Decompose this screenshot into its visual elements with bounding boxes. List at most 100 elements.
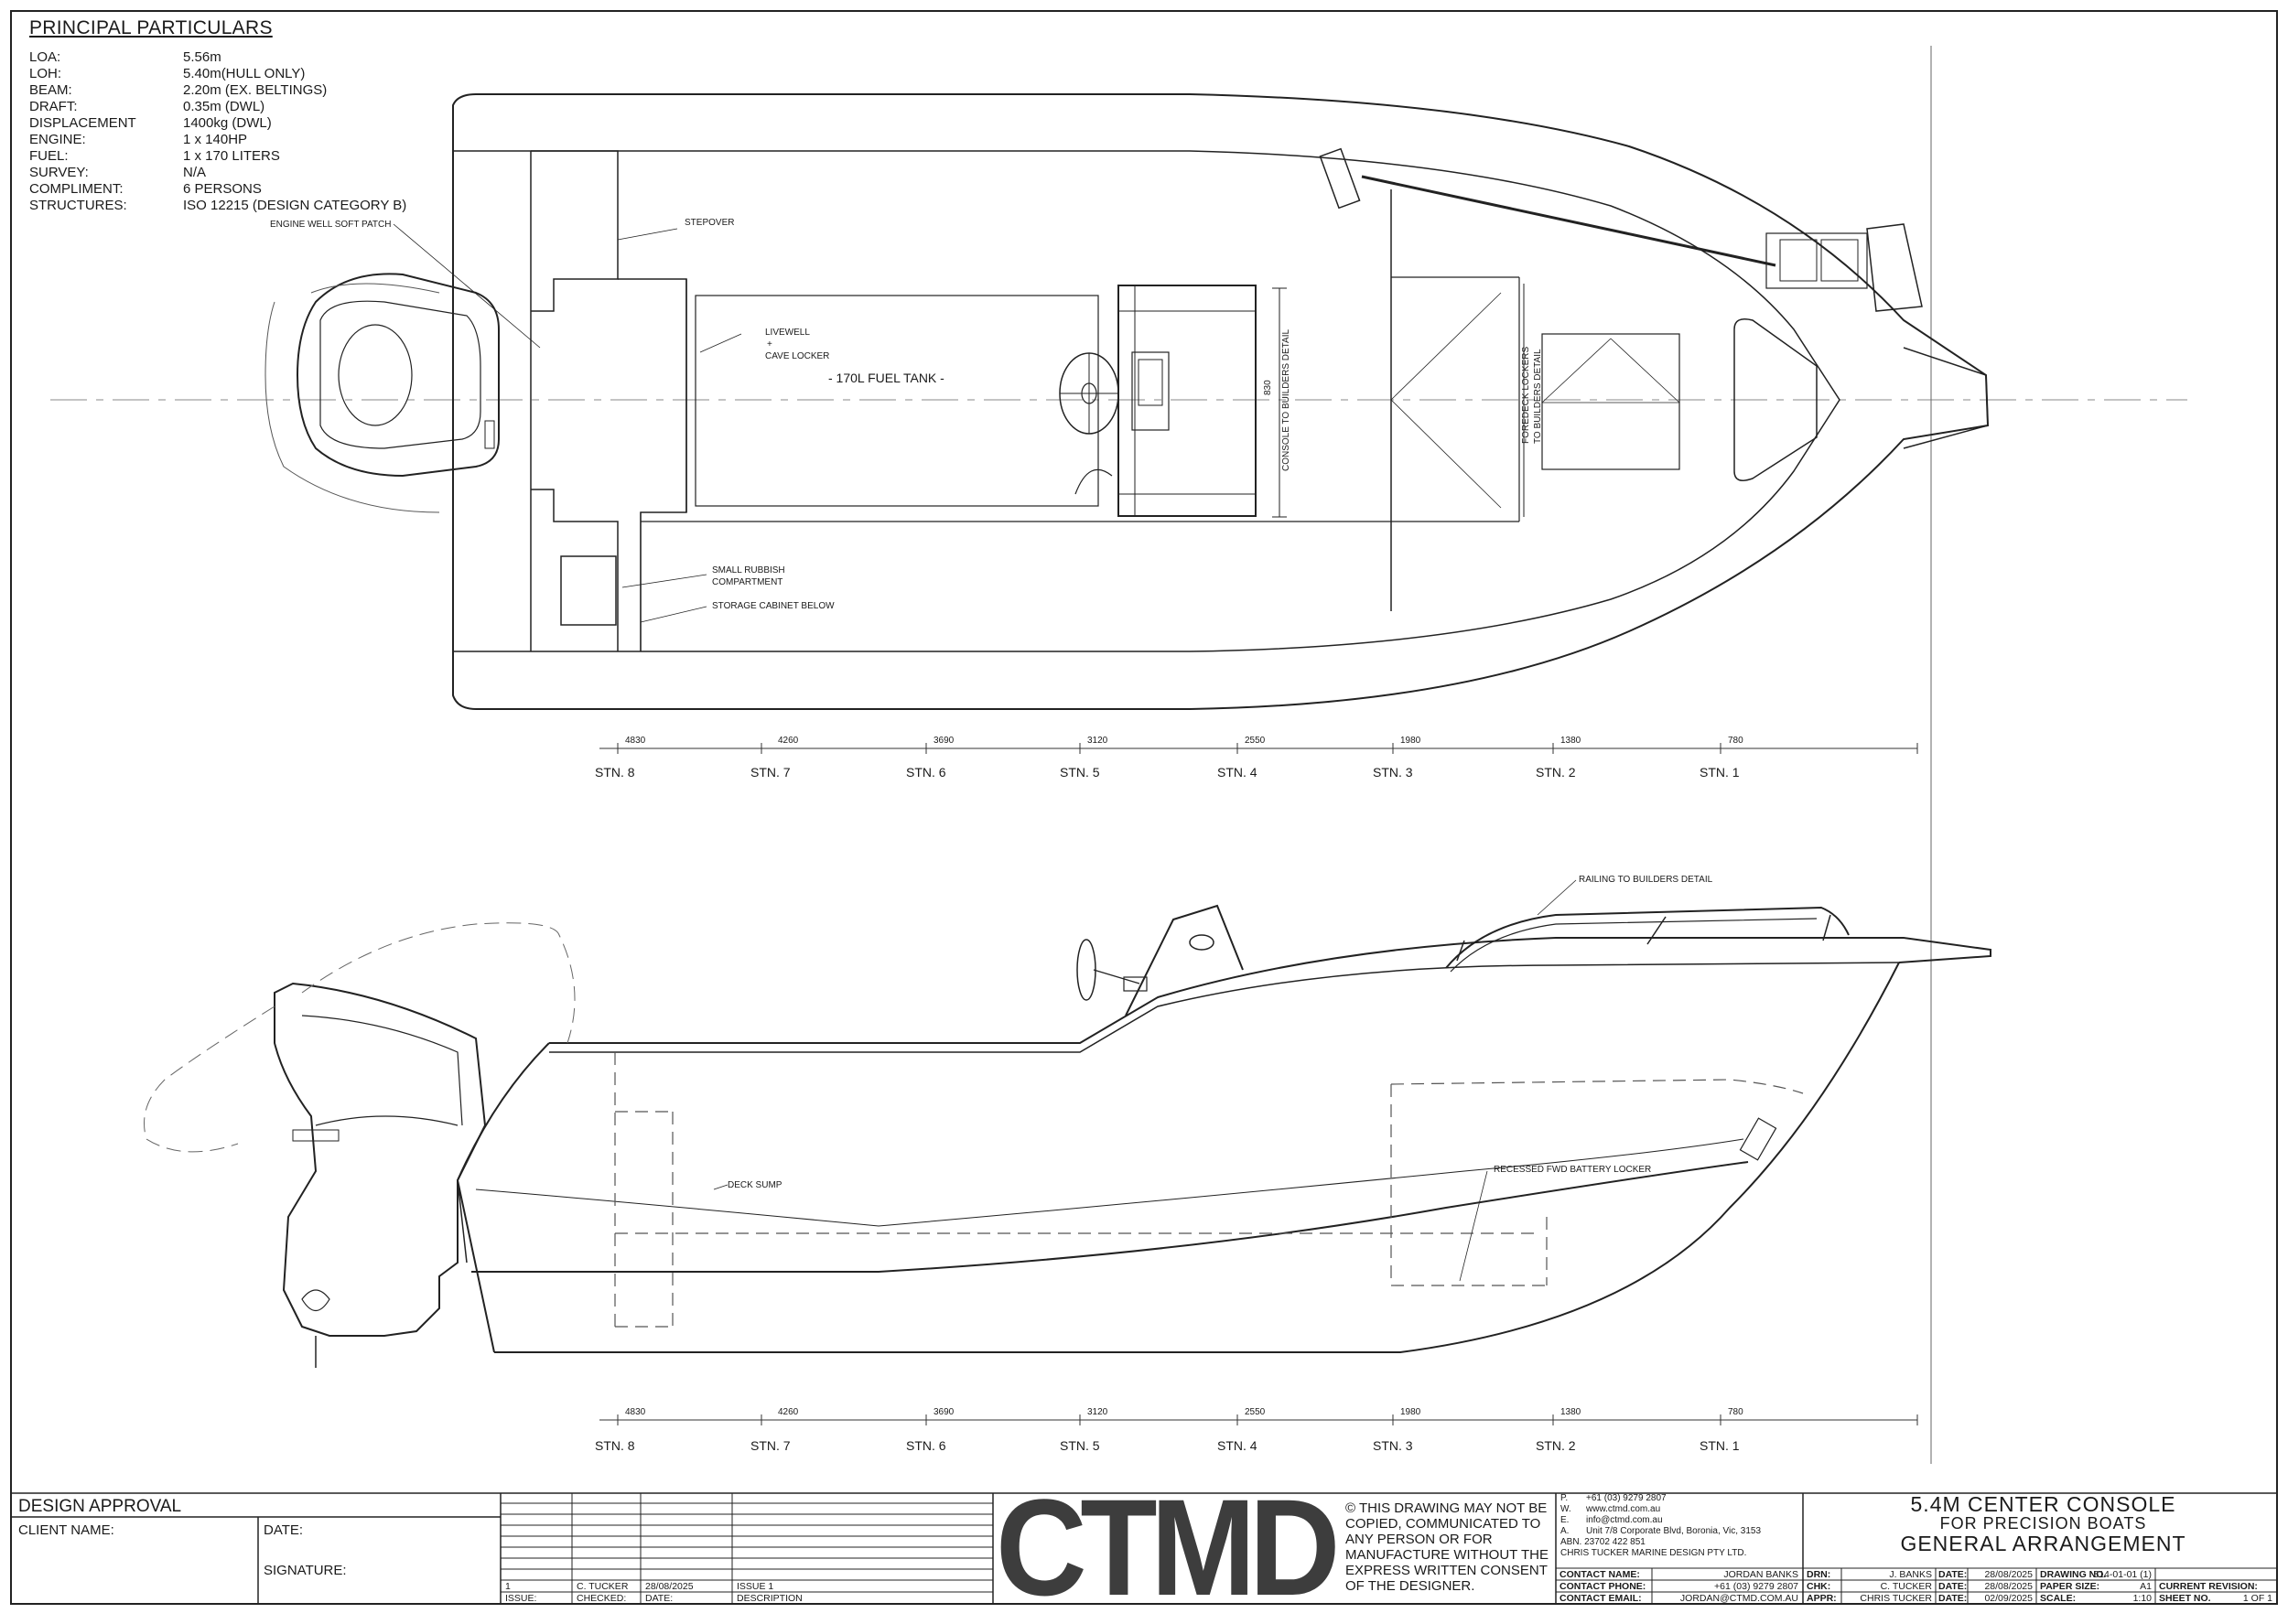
station-dim: 780: [1728, 1407, 1743, 1417]
station-dim: 1980: [1400, 736, 1421, 746]
project-title-line3: GENERAL ARRANGEMENT: [1900, 1532, 2186, 1555]
station-label: STN. 7: [750, 1438, 791, 1453]
rev-issue-no: 1: [505, 1581, 511, 1592]
chk-name: C. TUCKER: [1880, 1581, 1932, 1592]
scale-label: SCALE:: [2040, 1593, 2077, 1604]
station-label: STN. 8: [595, 765, 635, 780]
station-label: STN. 4: [1217, 765, 1257, 780]
current-revision-label: CURRENT REVISION:: [2159, 1581, 2258, 1592]
station-label: STN. 1: [1700, 765, 1740, 780]
chk-date-label: DATE:: [1938, 1581, 1968, 1592]
station-dim: 3690: [934, 736, 955, 746]
copyright-disclaimer: © THIS DRAWING MAY NOT BE COPIED, COMMUN…: [1345, 1500, 1549, 1594]
appr-date: 02/09/2025: [1984, 1593, 2033, 1604]
contact-name-value: JORDAN BANKS: [1723, 1569, 1798, 1580]
sheet-no-value: 1 OF 1: [2242, 1593, 2272, 1604]
console-dim-label: 830: [1263, 380, 1273, 395]
company-website[interactable]: www.ctmd.com.au: [1586, 1504, 1661, 1514]
particular-row: BEAM:2.20m (EX. BELTINGS): [29, 82, 328, 98]
company-address: Unit 7/8 Corporate Blvd, Boronia, Vic, 3…: [1586, 1526, 1762, 1536]
station-dim: 780: [1728, 736, 1743, 746]
rev-description: ISSUE 1: [737, 1581, 774, 1592]
drn-name: J. BANKS: [1889, 1569, 1932, 1580]
signature-label: SIGNATURE:: [264, 1563, 347, 1578]
station-dims-bottom: [599, 1414, 1918, 1425]
project-title-line2: FOR PRECISION BOATS: [1939, 1514, 2147, 1533]
station-dim: 1980: [1400, 1407, 1421, 1417]
station-dim: 2550: [1245, 736, 1266, 746]
station-dim: 4260: [778, 1407, 799, 1417]
company-phone: +61 (03) 9279 2807: [1586, 1493, 1667, 1503]
station-label: STN. 2: [1536, 1438, 1576, 1453]
particular-row: ENGINE:1 x 140HP: [29, 132, 248, 147]
engine-well-label: ENGINE WELL SOFT PATCH: [270, 220, 392, 230]
station-dim: 3120: [1087, 1407, 1108, 1417]
station-dim: 3120: [1087, 736, 1108, 746]
drawing-no-label: DRAWING NO.: [2040, 1569, 2107, 1580]
rev-header-description: DESCRIPTION: [737, 1593, 803, 1604]
company-contact: P.+61 (03) 9279 2807 W.www.ctmd.com.au E…: [1560, 1493, 1798, 1559]
deck-sump-label: DECK SUMP: [728, 1180, 782, 1190]
date-label: DATE:: [264, 1522, 304, 1538]
company-abn: ABN. 23702 422 851: [1560, 1537, 1646, 1547]
station-label: STN. 8: [595, 1438, 635, 1453]
station-label: STN. 6: [906, 1438, 946, 1453]
rev-header-date: DATE:: [645, 1593, 674, 1604]
drn-date: 28/08/2025: [1984, 1569, 2033, 1580]
livewell-label: LIVEWELL: [765, 328, 810, 338]
rev-header-checked: CHECKED:: [577, 1593, 627, 1604]
project-title: 5.4M CENTER CONSOLE FOR PRECISION BOATS …: [1808, 1493, 2279, 1554]
sheet-no-label: SHEET NO.: [2159, 1593, 2211, 1604]
station-dim: 1380: [1560, 736, 1581, 746]
rubbish-label-1: SMALL RUBBISH: [712, 565, 785, 575]
contact-phone-label: CONTACT PHONE:: [1560, 1581, 1646, 1592]
design-approval-title: DESIGN APPROVAL: [18, 1497, 182, 1516]
particular-row: FUEL:1 x 170 LITERS: [29, 148, 280, 164]
station-dim: 4830: [625, 1407, 646, 1417]
cave-locker-label: CAVE LOCKER: [765, 351, 830, 361]
rev-checked: C. TUCKER: [577, 1581, 629, 1592]
rev-header-issue: ISSUE:: [505, 1593, 537, 1604]
fuel-tank-label: - 170L FUEL TANK -: [828, 371, 944, 385]
contact-email-label: CONTACT EMAIL:: [1560, 1593, 1642, 1604]
storage-label: STORAGE CABINET BELOW: [712, 601, 835, 611]
station-label: STN. 3: [1373, 765, 1413, 780]
rev-date: 28/08/2025: [645, 1581, 694, 1592]
drawing-no-value: 514-01-01 (1): [2093, 1569, 2152, 1580]
battery-locker-label: RECESSED FWD BATTERY LOCKER: [1494, 1165, 1652, 1175]
chk-date: 28/08/2025: [1984, 1581, 2033, 1592]
paper-size-label: PAPER SIZE:: [2040, 1581, 2100, 1592]
rubbish-label-2: COMPARTMENT: [712, 577, 783, 587]
station-label: STN. 3: [1373, 1438, 1413, 1453]
station-dim: 4260: [778, 736, 799, 746]
plan-view: [50, 46, 2187, 1464]
ctmd-logo: CTMD: [996, 1470, 1340, 1624]
drn-label: DRN:: [1807, 1569, 1831, 1580]
client-name-label: CLIENT NAME:: [18, 1522, 114, 1538]
console-note-label: CONSOLE TO BUILDERS DETAIL: [1281, 328, 1291, 471]
appr-label: APPR:: [1807, 1593, 1837, 1604]
particular-row: STRUCTURES:ISO 12215 (DESIGN CATEGORY B): [29, 198, 407, 213]
company-name: CHRIS TUCKER MARINE DESIGN PTY LTD.: [1560, 1548, 1747, 1558]
station-label: STN. 5: [1060, 765, 1100, 780]
project-title-line1: 5.4M CENTER CONSOLE: [1910, 1492, 2176, 1516]
appr-date-label: DATE:: [1938, 1593, 1968, 1604]
station-dim: 2550: [1245, 1407, 1266, 1417]
particular-row: LOA:5.56m: [29, 49, 221, 65]
particular-row: SURVEY:N/A: [29, 165, 207, 180]
foredeck-label-2: TO BUILDERS DETAIL: [1533, 349, 1543, 444]
station-label: STN. 4: [1217, 1438, 1257, 1453]
station-label: STN. 6: [906, 765, 946, 780]
principal-particulars: PRINCIPAL PARTICULARS LOA:5.56m LOH:5.40…: [29, 18, 414, 214]
appr-name: CHRIS TUCKER: [1860, 1593, 1932, 1604]
chk-label: CHK:: [1807, 1581, 1831, 1592]
scale-value: 1:10: [2132, 1593, 2152, 1604]
station-dim: 3690: [934, 1407, 955, 1417]
station-label: STN. 2: [1536, 765, 1576, 780]
sheet-border: [10, 10, 2278, 1605]
foredeck-label-1: FOREDECK LOCKERS: [1521, 346, 1531, 444]
company-email[interactable]: info@ctmd.com.au: [1586, 1515, 1663, 1525]
contact-phone-value: +61 (03) 9279 2807: [1714, 1581, 1798, 1592]
